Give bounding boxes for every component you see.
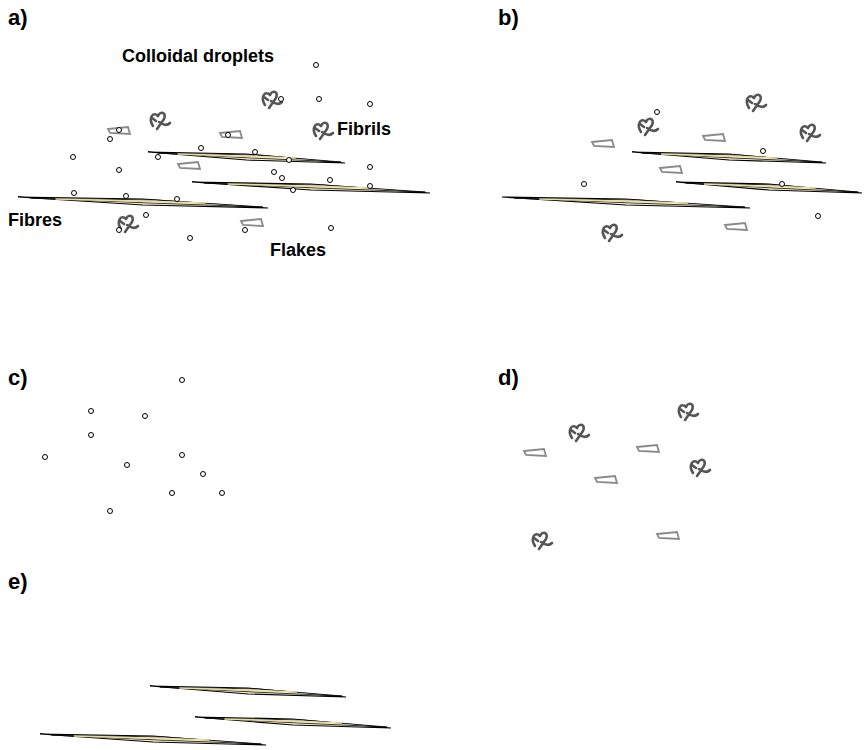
component-label: Flakes	[270, 241, 326, 261]
droplet	[188, 236, 193, 241]
component-label: Fibres	[8, 211, 62, 231]
droplet	[108, 137, 113, 142]
fibril	[533, 533, 552, 549]
droplet	[71, 155, 76, 160]
droplet	[199, 146, 204, 151]
panel-letter: c)	[8, 366, 28, 390]
droplet	[317, 97, 322, 102]
fibre	[195, 717, 391, 728]
droplet	[272, 170, 277, 175]
fibril	[747, 95, 766, 111]
flake	[725, 223, 747, 230]
droplet	[156, 155, 161, 160]
droplet	[287, 158, 292, 163]
droplet	[124, 194, 129, 199]
fibril	[801, 125, 820, 141]
droplet	[108, 509, 113, 514]
droplet	[175, 197, 180, 202]
panel-e-art	[40, 686, 391, 745]
flake	[108, 127, 130, 134]
droplet	[143, 414, 148, 419]
fibre	[18, 197, 268, 208]
droplet	[291, 188, 296, 193]
panel-a-art	[18, 63, 430, 241]
panel-b-art	[502, 95, 862, 241]
droplet	[180, 453, 185, 458]
panel-letter: b)	[498, 6, 519, 30]
droplet	[761, 149, 766, 154]
droplet	[253, 150, 258, 155]
droplet	[220, 491, 225, 496]
droplet	[368, 184, 373, 189]
fibril	[314, 123, 333, 139]
droplet	[314, 63, 319, 68]
droplet	[170, 491, 175, 496]
droplet	[117, 228, 122, 233]
droplet	[582, 182, 587, 187]
fibre	[40, 734, 266, 745]
fibre	[150, 686, 346, 697]
droplet	[368, 165, 373, 170]
flake	[703, 134, 725, 141]
fibre	[148, 152, 345, 163]
flake	[524, 449, 546, 456]
droplet	[655, 110, 660, 115]
droplet	[180, 378, 185, 383]
panel-letter: e)	[8, 570, 28, 594]
flake	[592, 140, 614, 147]
flake	[241, 219, 263, 226]
droplet	[280, 176, 285, 181]
droplet	[328, 178, 333, 183]
panel-letter: d)	[498, 366, 519, 390]
droplet	[125, 463, 130, 468]
fibre	[676, 182, 862, 193]
flake	[178, 162, 200, 169]
droplet	[144, 213, 149, 218]
fibril	[691, 460, 710, 476]
flake	[220, 131, 242, 138]
droplet	[226, 133, 231, 138]
droplet	[816, 214, 821, 219]
droplet	[43, 455, 48, 460]
droplet	[243, 228, 248, 233]
fibre	[502, 197, 750, 208]
panel-d-art	[524, 404, 710, 549]
droplet	[89, 433, 94, 438]
droplet	[117, 168, 122, 173]
flake	[595, 476, 617, 483]
droplet	[72, 191, 77, 196]
droplet	[89, 409, 94, 414]
component-label: Colloidal droplets	[122, 47, 274, 67]
component-label: Fibrils	[337, 120, 391, 140]
fibril	[151, 113, 170, 129]
droplet	[201, 472, 206, 477]
flake	[660, 166, 682, 173]
droplet	[279, 97, 284, 102]
fibril	[570, 425, 589, 441]
flake	[657, 532, 679, 539]
panel-c-art	[43, 378, 225, 514]
fibril	[603, 225, 622, 241]
droplet	[117, 128, 122, 133]
flake	[637, 445, 659, 452]
fibril	[639, 119, 658, 135]
fibre	[632, 152, 826, 163]
panel-letter: a)	[8, 6, 28, 30]
droplet	[329, 226, 334, 231]
fibre	[192, 182, 430, 193]
fibril	[679, 404, 698, 420]
droplet	[780, 182, 785, 187]
droplet	[368, 102, 373, 107]
